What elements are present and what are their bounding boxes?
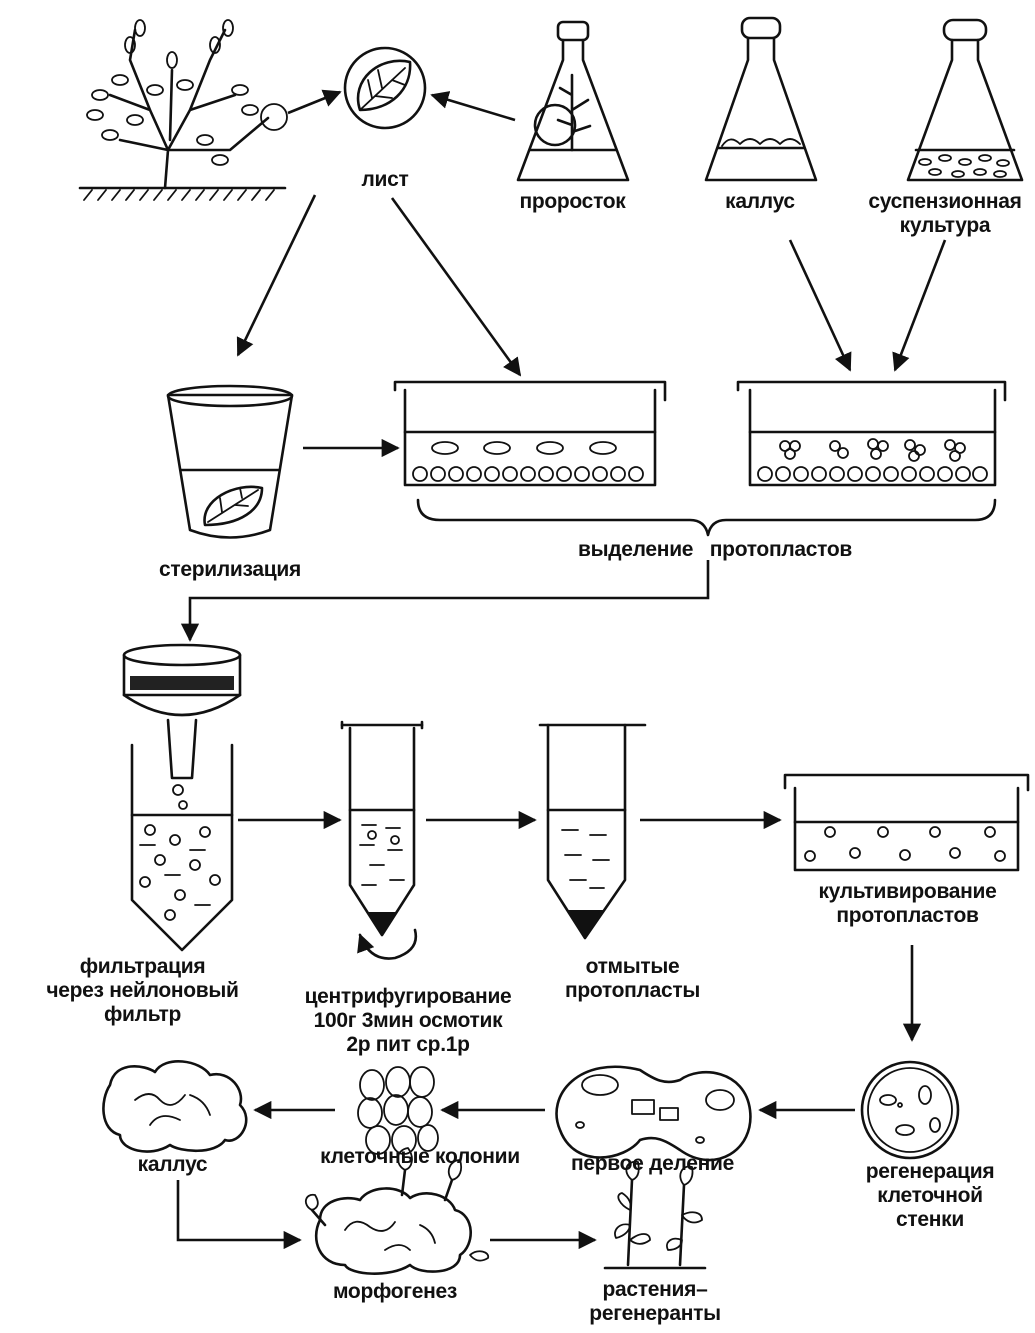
arrow-to-filtration (180, 560, 710, 642)
filtration-funnel (122, 643, 242, 952)
label-protoplast-cultivation: культивирование протопластов (818, 880, 997, 928)
morphogenesis-callus (305, 1147, 490, 1275)
label-regenerant-plants: растения– регенеранты (589, 1278, 721, 1326)
flask-callus (704, 16, 818, 182)
cell-colonies (357, 1066, 439, 1155)
label-centrifugation: центрифугирование 100г 3мин осмотик 2р п… (304, 985, 512, 1057)
regenerated-cell (860, 1060, 960, 1160)
label-cell-wall-regeneration: регенерация клеточной стенки (865, 1160, 995, 1232)
label-suspension-culture: суспензионная культура (868, 190, 1022, 238)
isolation-brace (416, 498, 997, 537)
label-washed-protoplasts: отмытые протопласты (565, 955, 700, 1003)
regenerant-plants (603, 1160, 707, 1270)
label-callus: каллус (137, 1153, 208, 1176)
label-leaf: лист (361, 168, 409, 191)
cultivation-dish (783, 773, 1030, 872)
callus-mass (102, 1060, 248, 1153)
label-filtration: фильтрация через нейлоновый фильтр (46, 955, 239, 1027)
label-sterilization: стерилизация (159, 558, 301, 581)
petri-dish-culture (736, 380, 1007, 487)
centrifuge-tube (340, 720, 424, 960)
sterilization-cup (166, 384, 294, 539)
leaf-circle (343, 46, 427, 130)
label-first-division: первое деление (571, 1152, 734, 1175)
flask-suspension (906, 18, 1024, 182)
label-morphogenesis: морфогенез (332, 1280, 458, 1303)
source-plant (78, 19, 342, 201)
petri-dish-leaf (393, 380, 667, 487)
label-cell-colonies: клеточные колонии (320, 1145, 520, 1168)
dividing-cell (555, 1065, 752, 1162)
label-seedling: проросток (519, 190, 626, 213)
label-protoplast-isolation: выделение протопластов (578, 538, 852, 561)
washed-tube (538, 723, 647, 940)
flask-seedling (516, 20, 630, 182)
label-callus-flask: каллус (725, 190, 795, 213)
